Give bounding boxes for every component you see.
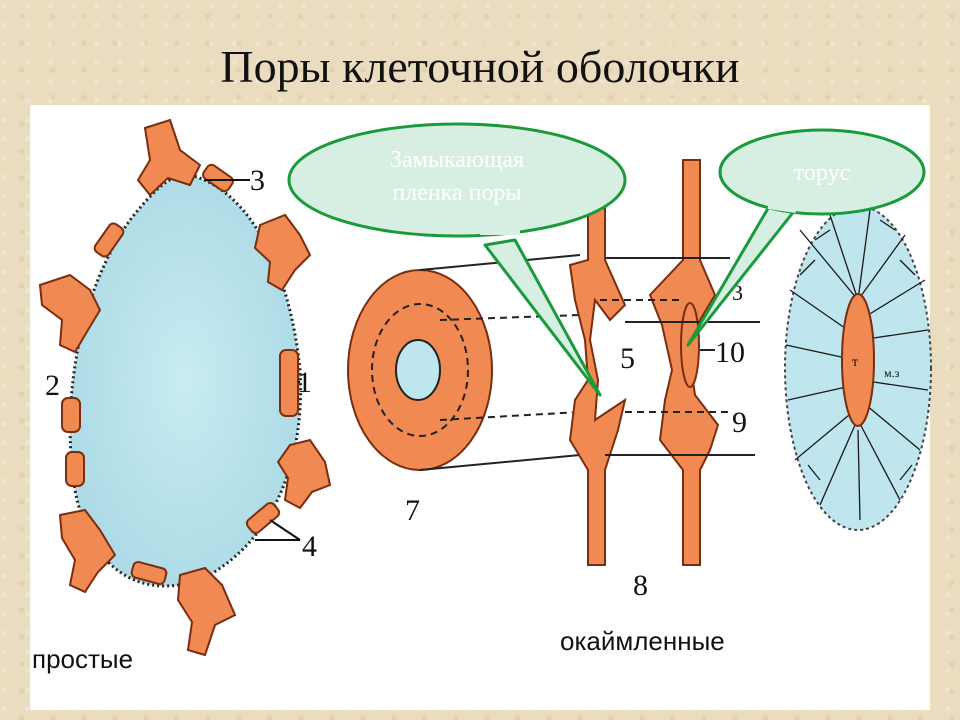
torus-shape — [680, 302, 700, 388]
wall-junctions — [38, 118, 332, 657]
caption-simple: простые — [32, 644, 133, 674]
simple-pores-cell: 3 1 2 4 — [38, 118, 332, 657]
label-5: 5 — [620, 342, 635, 375]
caption-bordered: окаймленные — [560, 626, 725, 656]
label-8: 8 — [633, 569, 648, 602]
leader-lines — [205, 179, 301, 541]
label-4: 4 — [302, 530, 317, 563]
label-9: 9 — [732, 406, 747, 439]
label-2: 2 — [45, 369, 60, 402]
callout-text-line2: пленка поры — [392, 180, 521, 206]
label-1: 1 — [297, 366, 312, 399]
pore-border-left — [568, 189, 627, 566]
bordered-pore-section: 5 10 9 3 8 — [568, 159, 760, 602]
slide-title: Поры клеточной оболочки — [220, 41, 740, 92]
callout-closing-membrane: Замыкающая пленка поры — [287, 122, 627, 397]
bordered-pore-donut: 7 — [347, 254, 581, 527]
callout-torus: торус — [686, 128, 926, 347]
callout-torus-text: торус — [794, 160, 851, 186]
label-t: т — [852, 355, 858, 370]
torus-face-view: т м.з — [784, 205, 932, 531]
label-10: 10 — [715, 336, 745, 369]
callout-text-line1: Замыкающая — [390, 147, 524, 173]
label-3b: 3 — [732, 280, 743, 305]
label-3: 3 — [250, 164, 265, 197]
label-m3: м.з — [884, 366, 900, 380]
wall-segments — [61, 163, 299, 586]
label-7: 7 — [405, 494, 420, 527]
